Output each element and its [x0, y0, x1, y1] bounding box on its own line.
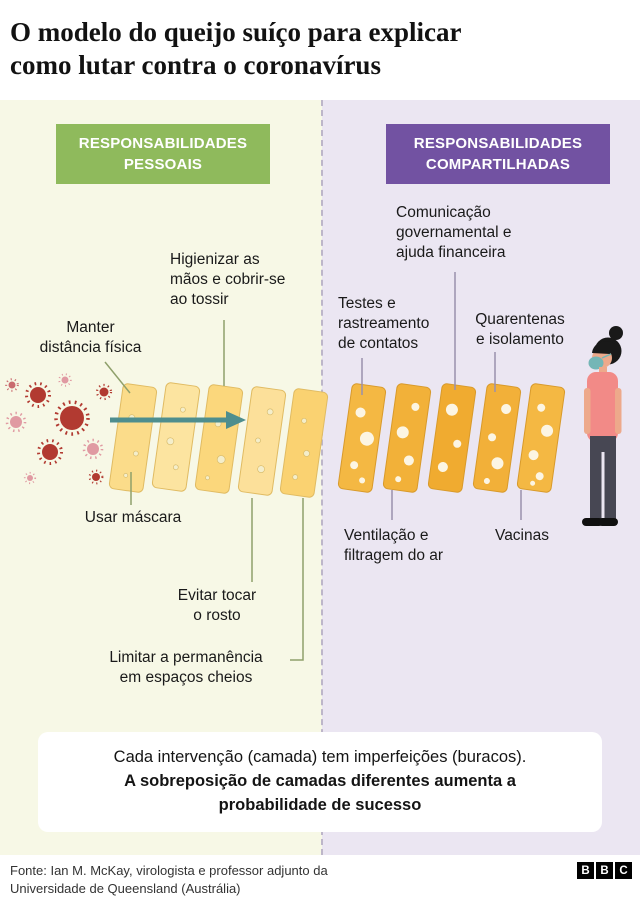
label-vacinas: Vacinas: [495, 527, 549, 544]
transmission-arrow-icon: [110, 411, 246, 429]
label-higienizar-maos: Higienizar as mãos e cobrir-se ao tossir: [170, 251, 286, 308]
footer: Fonte: Ian M. McKay, virologista e profe…: [0, 855, 640, 913]
bbc-logo-block-c: C: [615, 862, 632, 879]
label-testes-rastreamento: Testes e rastreamento de contatos: [338, 295, 430, 352]
summary-note: Cada intervenção (camada) tem imperfeiçõ…: [38, 732, 602, 832]
dashed-divider: [321, 100, 323, 855]
summary-note-line2: A sobreposição de camadas diferentes aum…: [124, 771, 516, 814]
virus-cluster-icon: [5, 373, 113, 485]
label-manter-distancia: Manter distância física: [39, 319, 142, 356]
bbc-logo-block-b1: B: [577, 862, 594, 879]
illustration-layer: [5, 272, 623, 661]
label-ventilacao-filtragem: Ventilação e filtragem do ar: [344, 527, 444, 564]
bbc-logo-block-b2: B: [596, 862, 613, 879]
summary-note-line1: Cada intervenção (camada) tem imperfeiçõ…: [113, 748, 527, 766]
title-bar: O modelo do queijo suíço para explicar c…: [0, 0, 640, 100]
cheese-slices-shared: [337, 383, 566, 493]
label-quarentenas-isolamento: Quarentenas e isolamento: [475, 311, 565, 348]
connector-manter: [104, 361, 131, 394]
label-comunicacao-governamental: Comunicação governamental e ajuda financ…: [396, 204, 512, 261]
page-title: O modelo do queijo suíço para explicar c…: [10, 17, 462, 80]
shared-responsibilities-badge: RESPONSABILIDADES COMPARTILHADAS: [386, 124, 610, 184]
label-evitar-tocar-rosto: Evitar tocar o rosto: [177, 587, 257, 624]
personal-responsibilities-badge: RESPONSABILIDADES PESSOAIS: [56, 124, 270, 184]
person-illustration: [582, 326, 623, 526]
label-usar-mascara: Usar máscara: [84, 509, 182, 526]
connector-lines: [104, 272, 522, 661]
bbc-logo: B B C: [577, 862, 632, 879]
cheese-slices-personal: [108, 382, 329, 498]
connector-limitar: [290, 498, 304, 661]
source-attribution: Fonte: Ian M. McKay, virologista e profe…: [10, 863, 328, 897]
swiss-cheese-graphic: RESPONSABILIDADES PESSOAIS RESPONSABILID…: [0, 100, 640, 855]
label-limitar-permanencia: Limitar a permanência em espaços cheios: [109, 649, 263, 686]
